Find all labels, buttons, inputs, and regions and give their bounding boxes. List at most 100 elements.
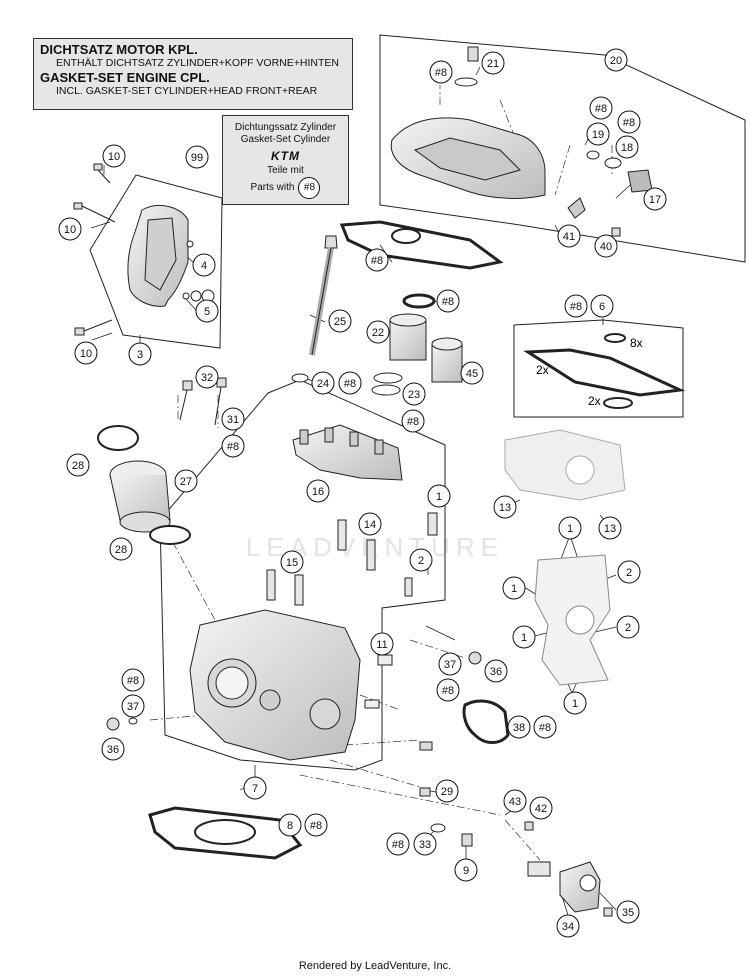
callout-label: #8 [442, 685, 454, 697]
orings-23 [371, 372, 403, 396]
callout-c1a: 1 [558, 516, 582, 540]
plug-17 [627, 169, 653, 193]
callout-c8ref: #8 [304, 813, 328, 837]
kit-qty-qty_2x_a: 2x [536, 363, 549, 377]
callout-label: 41 [563, 231, 575, 243]
rear-head-ghost [504, 429, 626, 501]
intake-bracket-frame [89, 174, 223, 349]
callout-c34: 34 [556, 914, 580, 938]
sleeve-22 [389, 313, 427, 361]
callout-c37ref: #8 [436, 678, 460, 702]
kit-seal-2x [603, 397, 633, 409]
bolt-10-top [93, 163, 111, 184]
callout-c38ref: #8 [533, 715, 557, 739]
callout-c6ref: #8 [564, 294, 588, 318]
callout-c23ref: #8 [401, 409, 425, 433]
callout-c14: 14 [358, 512, 382, 536]
callout-c18ref: #8 [617, 110, 641, 134]
callout-label: 10 [108, 151, 120, 163]
callout-c4: 4 [192, 253, 216, 277]
carrier-posts [299, 427, 384, 455]
callout-c33: 33 [413, 832, 437, 856]
callout-c45: 45 [460, 361, 484, 385]
screw-42 [524, 821, 534, 831]
callout-c28a: 28 [66, 453, 90, 477]
callout-label: #8 [310, 820, 322, 832]
washer-33 [430, 823, 446, 833]
callout-label: 23 [408, 389, 420, 401]
bolt-40 [611, 227, 621, 237]
callout-label: #8 [435, 67, 447, 79]
callout-c17: 17 [643, 187, 667, 211]
bracket-41 [567, 197, 586, 219]
callout-layer: 1010104539921#82019#818#8174140#82522#84… [58, 48, 667, 938]
callout-label: 99 [191, 152, 203, 164]
callout-label: 10 [80, 348, 92, 360]
callout-c21ref: #8 [429, 60, 453, 84]
callout-c32: 32 [195, 365, 219, 389]
head-gasket [148, 806, 303, 860]
bolt-32 [179, 380, 193, 421]
bolt-10-mid [73, 202, 116, 223]
callout-c10c: 10 [74, 341, 98, 365]
gasket-kit-frame [513, 319, 684, 418]
callout-c43: 43 [503, 789, 527, 813]
callout-c1c: 1 [512, 625, 536, 649]
callout-label: 33 [419, 839, 431, 851]
kit-oring-8x [604, 333, 626, 343]
callout-c40: 40 [594, 234, 618, 258]
callout-c38: 38 [507, 715, 531, 739]
pin-1 [427, 512, 438, 536]
callout-label: 1 [572, 698, 578, 710]
callout-c18: 18 [615, 135, 639, 159]
coolant-outlet-34 [527, 861, 613, 917]
callout-label: 29 [441, 786, 453, 798]
callout-label: 2 [418, 555, 424, 567]
callout-label: 35 [622, 907, 634, 919]
callout-label: #8 [127, 675, 139, 687]
intake-boot-27 [109, 460, 171, 533]
callout-c19: 19 [586, 122, 610, 146]
callout-label: 19 [592, 129, 604, 141]
callout-c1d: 1 [563, 691, 587, 715]
callout-c25: 25 [328, 309, 352, 333]
callout-c10a: 10 [102, 144, 126, 168]
callout-label: 43 [509, 796, 521, 808]
title-line-1: DICHTSATZ MOTOR KPL. [40, 42, 198, 57]
callout-c33ref: #8 [386, 832, 410, 856]
callout-label: 2 [626, 567, 632, 579]
dowel-11 [377, 654, 393, 666]
callout-c37: 37 [438, 652, 462, 676]
callout-c8l: #8 [121, 668, 145, 692]
plug-36 [468, 651, 482, 665]
callout-label: #8 [227, 441, 239, 453]
exhaust-port [309, 698, 341, 730]
callout-c24ref: #8 [338, 371, 362, 395]
valve-guides [266, 519, 376, 606]
callout-c15: 15 [280, 550, 304, 574]
callout-label: 15 [286, 557, 298, 569]
callout-label: 25 [334, 316, 346, 328]
callout-label: 1 [436, 491, 442, 503]
callout-label: 13 [604, 523, 616, 535]
callout-c37l: 37 [121, 694, 145, 718]
callout-c23: 23 [402, 382, 426, 406]
plug-9 [461, 833, 473, 847]
callout-c35: 35 [616, 900, 640, 924]
callout-c11: 11 [370, 632, 394, 656]
callout-label: 40 [600, 241, 612, 253]
plug-36-left [106, 717, 120, 731]
camshaft-carrier-16 [292, 424, 403, 481]
washers-4-5 [182, 240, 215, 303]
kit-parts-row: Parts with #8 [223, 177, 348, 199]
callout-label: #8 [344, 378, 356, 390]
parts [73, 46, 686, 917]
kit-cover-gasket [523, 348, 686, 397]
pin-2 [404, 577, 413, 597]
bolt-29 [419, 787, 431, 797]
callout-label: 42 [535, 803, 547, 815]
callout-label: 6 [599, 301, 605, 313]
callout-c16: 16 [306, 479, 330, 503]
callout-c36: 36 [484, 659, 508, 683]
callout-label: 2 [625, 622, 631, 634]
